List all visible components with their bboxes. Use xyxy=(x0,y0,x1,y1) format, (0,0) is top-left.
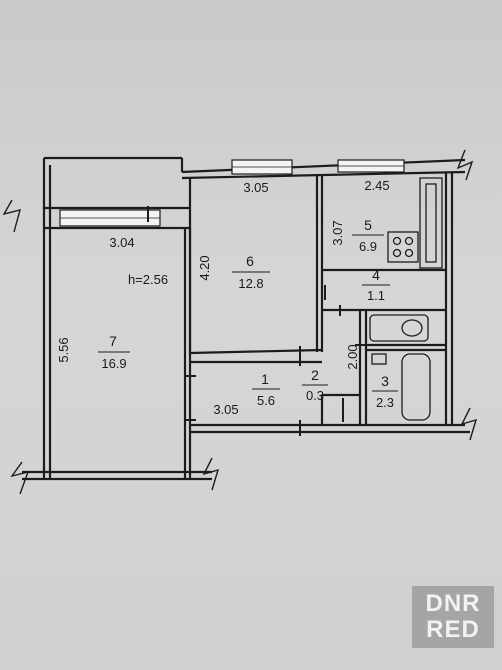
stove-burner-icon xyxy=(404,248,414,258)
room-5-area: 6.9 xyxy=(359,239,377,254)
walls xyxy=(22,156,470,481)
stove-icon xyxy=(387,231,419,263)
room-labels: 7 16.9 6 12.8 5 6.9 4 1.1 3 2.3 2 0.3 1 … xyxy=(98,217,398,410)
dim-room4-depth: 2.00 xyxy=(345,344,360,369)
room-1-number: 1 xyxy=(261,371,269,387)
room-7-area: 16.9 xyxy=(101,356,126,371)
toilet-icon xyxy=(369,314,429,342)
room-2-number: 2 xyxy=(311,367,319,383)
break-mark-left xyxy=(2,199,21,233)
toilet-bowl-icon xyxy=(401,319,423,337)
stove-burner-icon xyxy=(392,248,402,258)
sink-icon xyxy=(371,353,387,365)
dim-room6-width: 3.05 xyxy=(243,180,268,195)
break-mark-bottom-center xyxy=(202,457,220,491)
bathtub-icon xyxy=(401,353,431,421)
stove-burner-icon xyxy=(404,236,414,246)
kitchen-fixtures xyxy=(387,177,443,269)
room-5-number: 5 xyxy=(364,217,372,233)
room-1-area: 5.6 xyxy=(257,393,275,408)
room-2-area: 0.3 xyxy=(306,388,324,403)
wall-top-main xyxy=(181,158,466,174)
dimension-labels: 3.05 2.45 3.04 h=2.56 3.07 4.20 5.56 2.0… xyxy=(56,178,390,417)
dim-room5-depth: 3.07 xyxy=(330,220,345,245)
countertop xyxy=(419,177,443,269)
break-marks xyxy=(2,149,478,495)
dim-room1-width: 3.05 xyxy=(213,402,238,417)
room-3-number: 3 xyxy=(381,373,389,389)
window-panes xyxy=(60,165,404,219)
room-3-area: 2.3 xyxy=(376,395,394,410)
countertop-inner xyxy=(425,183,437,263)
wall-top-main-inner xyxy=(181,170,466,180)
bathroom-fixtures xyxy=(369,314,431,421)
ceiling-height: h=2.56 xyxy=(128,272,168,287)
stove-burner-icon xyxy=(392,236,402,246)
watermark-line2: RED xyxy=(426,616,480,643)
room-4-area: 1.1 xyxy=(367,288,385,303)
door-marks xyxy=(147,206,370,436)
room-4-number: 4 xyxy=(372,267,380,283)
room-6-area: 12.8 xyxy=(238,276,263,291)
break-mark-bottom-left xyxy=(10,461,30,495)
dim-room6-depth: 4.20 xyxy=(197,255,212,280)
break-mark-bottom-right xyxy=(460,407,478,441)
watermark-logo: DNR RED xyxy=(412,586,494,648)
wall-room6-bottom xyxy=(189,348,323,355)
room-7-number: 7 xyxy=(109,333,117,349)
room-6-number: 6 xyxy=(246,253,254,269)
break-mark-top-right xyxy=(456,149,474,181)
dim-room7-depth: 5.56 xyxy=(56,337,71,362)
dim-room7-width: 3.04 xyxy=(109,235,134,250)
watermark-line1: DNR xyxy=(425,590,481,617)
dim-room5-width: 2.45 xyxy=(364,178,389,193)
windows xyxy=(59,159,405,227)
